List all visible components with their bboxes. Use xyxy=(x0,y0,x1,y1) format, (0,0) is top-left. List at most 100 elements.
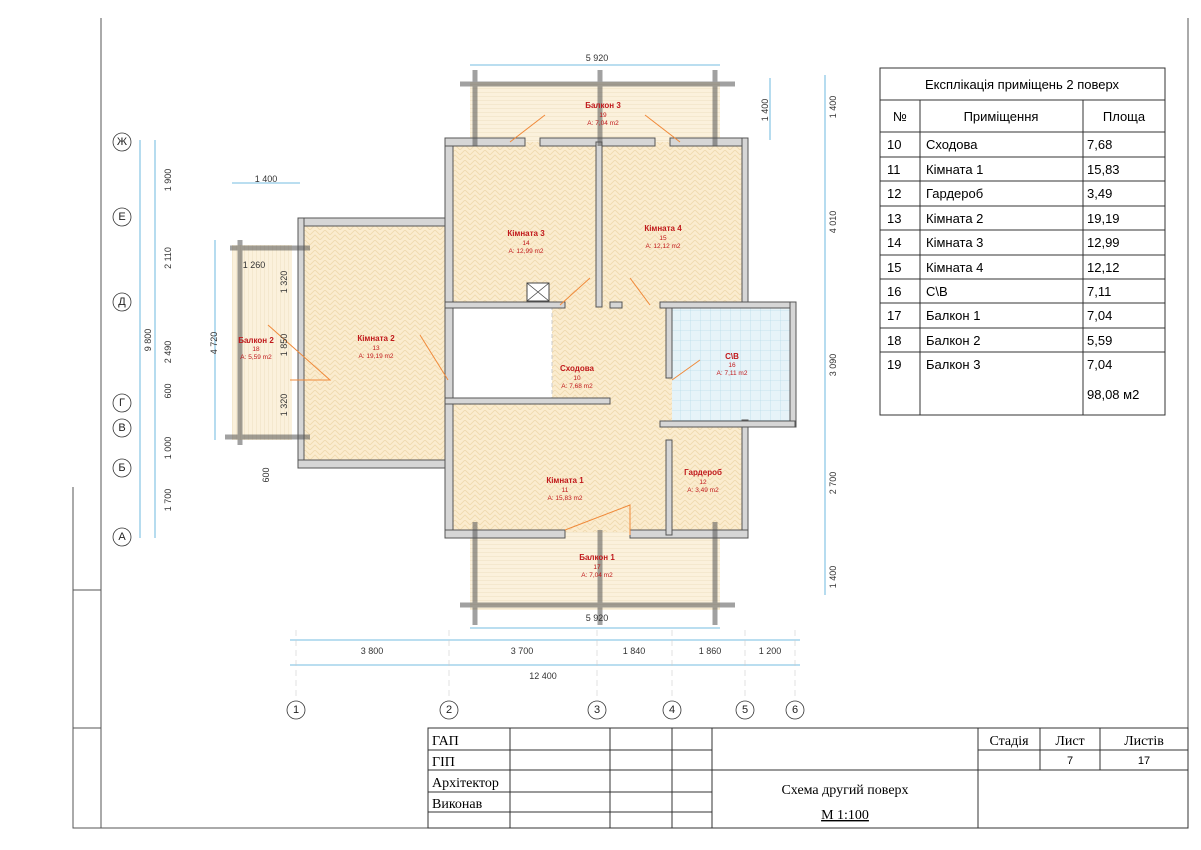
dim-left-5: 1 000 xyxy=(163,437,173,460)
row-room: Гардероб xyxy=(926,186,983,201)
dim-balcony2-part-3: 1 320 xyxy=(279,394,289,417)
row-room: Балкон 3 xyxy=(926,357,980,372)
axis-6: 6 xyxy=(792,704,798,716)
dim-left-total: 9 800 xyxy=(143,329,153,352)
dim-left-4: 600 xyxy=(163,383,173,398)
stair-area xyxy=(451,307,553,401)
dim-balcony2-width: 1 260 xyxy=(243,260,266,270)
row-area: 7,04 xyxy=(1087,357,1112,372)
svg-text:10: 10 xyxy=(573,375,581,382)
explication-table xyxy=(879,67,1166,416)
room-label-balkon-3: Балкон 3 19 A: 7,04 m2 xyxy=(585,101,621,127)
svg-text:С\В: С\В xyxy=(725,352,739,361)
row-number: 15 xyxy=(887,260,901,275)
axis-4: 4 xyxy=(669,704,675,716)
row-number: 18 xyxy=(887,333,901,348)
row-number: 16 xyxy=(887,284,901,299)
svg-text:14: 14 xyxy=(522,240,530,247)
col-header-room: Приміщення xyxy=(964,109,1039,124)
dim-bottom-5: 1 200 xyxy=(759,646,782,656)
axis-5: 5 xyxy=(742,704,748,716)
svg-text:13: 13 xyxy=(372,345,380,352)
axis-markers-vertical xyxy=(286,700,805,720)
dim-balcony2-total: 4 720 xyxy=(209,332,219,355)
row-room: Балкон 2 xyxy=(926,333,980,348)
drawing-title: Схема другий поверх xyxy=(781,783,908,798)
room-label-balkon-2: Балкон 2 18 A: 5,59 m2 xyxy=(238,336,274,361)
svg-text:A: 5,59 m2: A: 5,59 m2 xyxy=(240,354,272,361)
svg-text:A: 7,68 m2: A: 7,68 m2 xyxy=(561,383,593,390)
svg-text:Балкон 1: Балкон 1 xyxy=(579,553,615,562)
row-number: 17 xyxy=(887,308,901,323)
col-header-number: № xyxy=(893,109,907,124)
axis-ye: Е xyxy=(118,211,125,223)
col-header-area: Площа xyxy=(1103,109,1146,124)
row-room: Кімната 3 xyxy=(926,235,983,250)
room-2-floor xyxy=(302,226,448,461)
balcony-3-floor xyxy=(470,82,720,142)
svg-text:Кімната 1: Кімната 1 xyxy=(546,476,584,485)
svg-text:A: 7,04 m2: A: 7,04 m2 xyxy=(587,120,619,127)
row-room: Кімната 2 xyxy=(926,211,983,226)
svg-text:A: 15,83 m2: A: 15,83 m2 xyxy=(547,495,582,502)
floor-plan xyxy=(225,70,797,625)
dim-balcony2-offset: 600 xyxy=(261,467,271,482)
row-area: 12,12 xyxy=(1087,260,1120,275)
row-room: С\В xyxy=(926,284,948,299)
svg-text:Балкон 3: Балкон 3 xyxy=(585,101,621,110)
row-number: 19 xyxy=(887,357,901,372)
room-label-kimnata-3: Кімната 3 14 A: 12,99 m2 xyxy=(507,229,545,255)
sheet-label: Лист xyxy=(1055,734,1084,749)
dim-balcony2-part-1: 1 320 xyxy=(279,271,289,294)
role-gip: ГІП xyxy=(432,755,455,770)
row-number: 11 xyxy=(887,162,901,177)
stage-label: Стадія xyxy=(989,734,1029,749)
balcony-1-floor xyxy=(470,530,720,610)
dimension-lines xyxy=(139,64,826,666)
dim-right-1: 1 400 xyxy=(828,96,838,119)
dim-bottom-total: 12 400 xyxy=(529,671,557,681)
svg-text:Кімната 3: Кімната 3 xyxy=(507,229,545,238)
svg-text:Кімната 2: Кімната 2 xyxy=(357,334,395,343)
role-gap: ГАП xyxy=(432,734,459,749)
dim-balcony3-depth: 1 400 xyxy=(760,99,770,122)
svg-text:18: 18 xyxy=(252,346,260,353)
title-block xyxy=(427,727,1189,829)
row-area: 19,19 xyxy=(1087,211,1120,226)
row-area: 15,83 xyxy=(1087,162,1120,177)
dim-bottom-3: 1 840 xyxy=(623,646,646,656)
axis-1: 1 xyxy=(293,704,299,716)
dim-bottom-balcony: 5 920 xyxy=(586,613,609,623)
drawing-scale: М 1:100 xyxy=(821,808,869,823)
row-room: Кімната 4 xyxy=(926,260,983,275)
room-label-kimnata-4: Кімната 4 15 A: 12,12 m2 xyxy=(644,224,682,250)
svg-text:12: 12 xyxy=(699,479,707,486)
svg-text:19: 19 xyxy=(599,112,607,119)
row-area: 7,11 xyxy=(1087,284,1111,299)
dim-bottom-4: 1 860 xyxy=(699,646,722,656)
axis-d: Д xyxy=(118,296,126,308)
svg-text:15: 15 xyxy=(659,235,667,242)
explication-total: 98,08 м2 xyxy=(1087,387,1139,402)
row-number: 10 xyxy=(887,137,901,152)
svg-text:A: 19,19 m2: A: 19,19 m2 xyxy=(358,353,393,360)
row-number: 13 xyxy=(887,211,901,226)
dim-left-2: 2 110 xyxy=(163,247,173,269)
svg-text:Сходова: Сходова xyxy=(560,364,595,373)
dim-right-2: 4 010 xyxy=(828,211,838,234)
dim-bottom-1: 3 800 xyxy=(361,646,384,656)
dim-top: 5 920 xyxy=(586,53,609,63)
room-label-sv: С\В 16 A: 7,11 m2 xyxy=(717,352,748,377)
axis-v: В xyxy=(118,422,125,434)
axis-markers-horizontal xyxy=(112,132,132,547)
dim-left-3: 2 490 xyxy=(163,341,173,364)
svg-text:11: 11 xyxy=(562,487,569,494)
dim-right-3: 3 090 xyxy=(828,354,838,377)
row-area: 7,68 xyxy=(1087,137,1112,152)
axis-2: 2 xyxy=(446,704,452,716)
svg-text:A: 12,12 m2: A: 12,12 m2 xyxy=(645,243,680,250)
axis-lines xyxy=(295,630,796,700)
room-label-skhodova: Сходова 10 A: 7,68 m2 xyxy=(560,364,595,390)
row-area: 3,49 xyxy=(1087,186,1112,201)
